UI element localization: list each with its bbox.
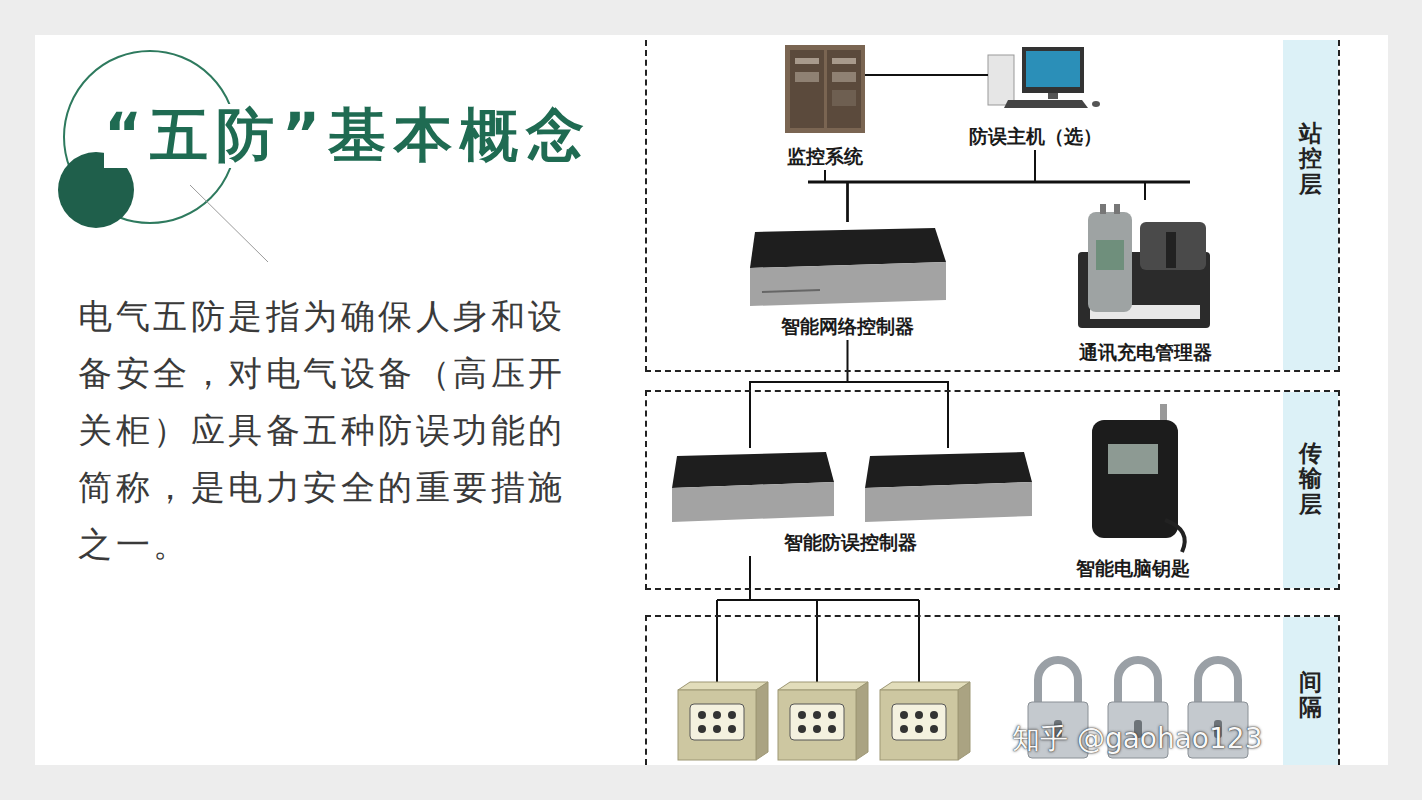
lock-wire xyxy=(749,556,751,600)
cabinet-panel xyxy=(832,72,856,82)
device-caption: 监控系统 xyxy=(787,144,863,168)
device-caption: 通讯充电管理器 xyxy=(1079,340,1212,364)
monitor xyxy=(1022,47,1084,93)
controller-mark xyxy=(762,290,820,292)
controller-front xyxy=(865,482,1032,522)
lock-wire xyxy=(716,600,718,682)
monitor-screen xyxy=(1026,51,1080,87)
connector-line xyxy=(848,182,1146,222)
layer-column xyxy=(1283,40,1338,370)
cabinet-panel xyxy=(795,58,819,64)
device-caption: 防误主机（选） xyxy=(969,124,1102,148)
connector-line xyxy=(848,150,1036,222)
pc-tower xyxy=(988,55,1014,105)
slide-panel xyxy=(35,35,1388,765)
charger-slot xyxy=(1166,232,1176,268)
device-caption: 智能防误控制器 xyxy=(784,530,917,554)
handheld-screen xyxy=(1096,240,1124,270)
mouse xyxy=(1092,101,1100,107)
controller-top xyxy=(865,452,1032,488)
lock-box xyxy=(778,682,868,760)
cabinet-panel xyxy=(795,72,819,82)
handheld-prong xyxy=(1114,204,1120,214)
handheld-prong xyxy=(1100,204,1106,214)
cabinet-panel xyxy=(832,90,856,106)
device-caption: 智能电脑钥匙 xyxy=(1076,556,1190,580)
cabinet-door xyxy=(790,50,824,128)
controller-front xyxy=(672,482,834,522)
connectors xyxy=(750,150,1145,448)
handheld xyxy=(1088,212,1132,312)
device-box: 通讯充电管理器 xyxy=(1065,200,1225,366)
layer-label: 传输层 xyxy=(1299,440,1322,516)
lock-box xyxy=(880,682,970,760)
charger-holder xyxy=(1140,222,1206,270)
controller-front xyxy=(750,262,946,306)
layer-label: 站控层 xyxy=(1299,120,1322,196)
body-text: 电气五防是指为确保人身和设备安全，对电气设备（高压开关柜）应具备五种防误功能的简… xyxy=(78,288,583,573)
link-wire xyxy=(865,74,988,76)
cabinet-door xyxy=(827,50,861,128)
cabinet xyxy=(785,45,865,133)
layer-band: 传输层智能防误控制器智能电脑钥匙 xyxy=(645,390,1340,590)
device-box: 智能防误控制器 xyxy=(665,448,1035,556)
device-caption: 智能网络控制器 xyxy=(781,314,914,338)
lock-wire xyxy=(816,600,818,682)
device-box: 智能电脑钥匙 xyxy=(1065,400,1200,582)
keyboard xyxy=(1004,100,1088,108)
device-box: 防误主机（选） xyxy=(955,42,1115,150)
watermark: 知乎 @gaohao123 xyxy=(1012,722,1262,756)
connector-line xyxy=(825,170,848,222)
controller-top xyxy=(672,452,834,488)
controller-top xyxy=(750,228,946,268)
slide-title: “五防”基本概念 xyxy=(104,104,592,168)
key-strap xyxy=(1165,520,1185,552)
monitor-stand xyxy=(1048,93,1058,99)
lock-wire xyxy=(918,600,920,682)
key-screen xyxy=(1108,444,1158,474)
device-box: 监控系统 xyxy=(770,42,880,170)
cabinet-panel xyxy=(832,58,856,64)
lock-box xyxy=(678,682,768,760)
decor-line xyxy=(190,185,268,262)
connector-line xyxy=(750,340,848,448)
device-box: 智能网络控制器 xyxy=(745,222,950,340)
layer-label: 间隔 xyxy=(1299,669,1322,720)
layer-band: 站控层 监控系统 防误主机（选） 智能网络控制器通讯充电管理器 xyxy=(645,40,1340,372)
key-prong xyxy=(1160,404,1167,422)
